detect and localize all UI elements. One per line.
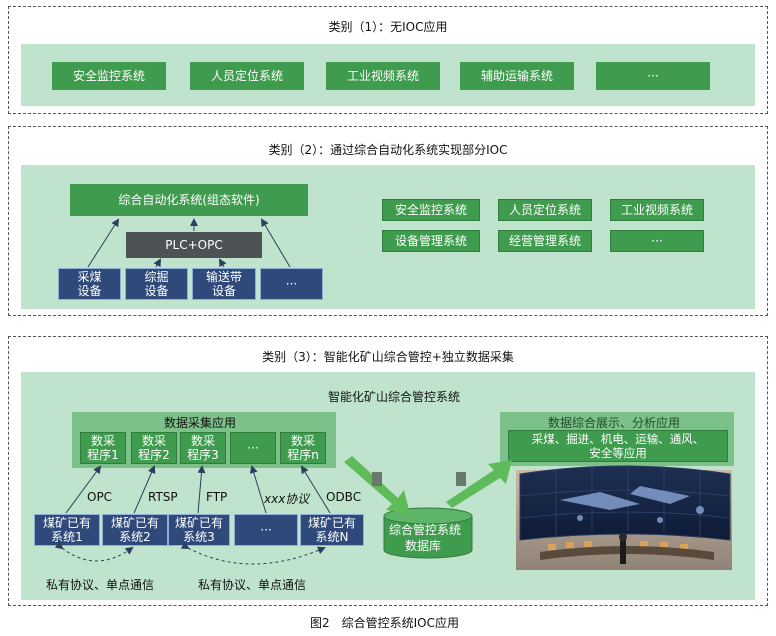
p3-database-line1: 综合管控系统 (389, 523, 462, 537)
panel-category-2: 类别（2）：通过综合自动化系统实现部分IOC (8, 126, 768, 316)
p2-device-3-line2: 设备 (211, 284, 236, 298)
p3-program-2-line2: 程序2 (138, 448, 170, 462)
p2-system-3: 工业视频系统 (610, 199, 704, 221)
p2-system-2: 人员定位系统 (498, 199, 592, 221)
p3-mine-system-3-line2: 系统3 (183, 530, 215, 544)
p2-device-4-line1: ··· (285, 277, 298, 291)
p2-device-1-line2: 设备 (77, 284, 102, 298)
p2-device-4: ··· (260, 268, 323, 300)
p3-program-1-line1: 数采 (90, 434, 115, 448)
p3-mine-system-4-line1: ··· (260, 523, 272, 537)
p1-system-3: 工业视频系统 (326, 62, 440, 90)
panel3-area (21, 372, 755, 600)
p1-system-5: ··· (596, 62, 710, 90)
panel2-title: 类别（2）：通过综合自动化系统实现部分IOC (268, 143, 508, 157)
p1-system-4: 辅助运输系统 (460, 62, 574, 90)
p2-device-2: 综掘 设备 (125, 268, 188, 300)
p3-program-n-line1: 数采 (290, 434, 315, 448)
p3-display-title: 数据综合展示、分析应用 (548, 416, 681, 430)
p3-program-n-line2: 程序n (287, 448, 319, 462)
p2-device-1: 采煤 设备 (58, 268, 121, 300)
p2-device-2-line2: 设备 (144, 284, 169, 298)
figure-caption: 图2 综合管控系统IOC应用 (310, 616, 459, 630)
p3-mine-system-2-line1: 煤矿已有 (110, 516, 159, 530)
p3-mine-system-3: 煤矿已有 系统3 (168, 514, 230, 546)
p2-system-1: 安全监控系统 (382, 199, 480, 221)
p3-mine-system-3-line1: 煤矿已有 (174, 516, 223, 530)
p3-protocol-odbc: ODBC (326, 490, 362, 504)
p3-display-desc-line2: 安全等应用 (589, 446, 647, 460)
p3-program-1: 数采 程序1 (80, 432, 126, 464)
p2-automation-box: 综合自动化系统(组态软件) (70, 184, 308, 216)
p3-display-desc-line1: 采煤、掘进、机电、运输、通风、 (531, 432, 705, 446)
p3-private-note-1: 私有协议、单点通信 (46, 578, 155, 592)
p3-collect-title: 数据采集应用 (164, 416, 237, 430)
p3-program-3: 数采 程序3 (180, 432, 226, 464)
p3-database-line2: 数据库 (405, 539, 442, 553)
p3-mine-system-1: 煤矿已有 系统1 (34, 514, 100, 546)
p3-display-desc-box: 采煤、掘进、机电、运输、通风、 安全等应用 (508, 430, 728, 462)
panel1-title: 类别（1）：无IOC应用 (328, 20, 448, 34)
p3-program-2: 数采 程序2 (131, 432, 177, 464)
p3-program-2-line1: 数采 (141, 434, 166, 448)
p3-protocol-xxx: xxx协议 (264, 492, 310, 506)
p3-protocol-rtsp: RTSP (148, 490, 178, 504)
p3-protocol-opc: OPC (87, 490, 113, 504)
p2-system-6: ··· (610, 230, 704, 252)
panel-category-1: 类别（1）：无IOC应用 (8, 6, 768, 114)
p2-device-3: 输送带 设备 (192, 268, 256, 300)
p3-program-3-line2: 程序3 (187, 448, 219, 462)
p1-system-2: 人员定位系统 (190, 62, 304, 90)
p3-platform-title: 智能化矿山综合管控系统 (328, 390, 461, 404)
p2-plc-box: PLC+OPC (126, 232, 262, 258)
p2-device-1-line1: 采煤 (77, 270, 102, 284)
p3-program-4-line1: ··· (247, 441, 259, 455)
p2-system-5: 经营管理系统 (498, 230, 592, 252)
p3-mine-system-n: 煤矿已有 系统N (300, 514, 364, 546)
p3-program-3-line1: 数采 (190, 434, 215, 448)
p2-device-3-line1: 输送带 (205, 270, 242, 284)
p3-mine-system-1-line2: 系统1 (51, 530, 83, 544)
p1-system-1: 安全监控系统 (52, 62, 166, 90)
p2-system-4: 设备管理系统 (382, 230, 480, 252)
p3-mine-system-2: 煤矿已有 系统2 (102, 514, 168, 546)
p3-mine-system-4: ··· (234, 514, 298, 546)
p2-device-2-line1: 综掘 (144, 270, 169, 284)
panel-category-3: 类别（3）：智能化矿山综合管控+独立数据采集 (8, 336, 768, 606)
p3-program-4: ··· (230, 432, 276, 464)
p3-protocol-ftp: FTP (206, 490, 228, 504)
p3-program-n: 数采 程序n (280, 432, 326, 464)
p3-mine-system-n-line1: 煤矿已有 (307, 516, 356, 530)
p3-mine-system-n-line2: 系统N (315, 530, 349, 544)
p3-mine-system-2-line2: 系统2 (119, 530, 151, 544)
p3-mine-system-1-line1: 煤矿已有 (42, 516, 91, 530)
p3-program-1-line2: 程序1 (87, 448, 119, 462)
p3-private-note-2: 私有协议、单点通信 (198, 578, 307, 592)
panel3-title: 类别（3）：智能化矿山综合管控+独立数据采集 (262, 350, 514, 364)
